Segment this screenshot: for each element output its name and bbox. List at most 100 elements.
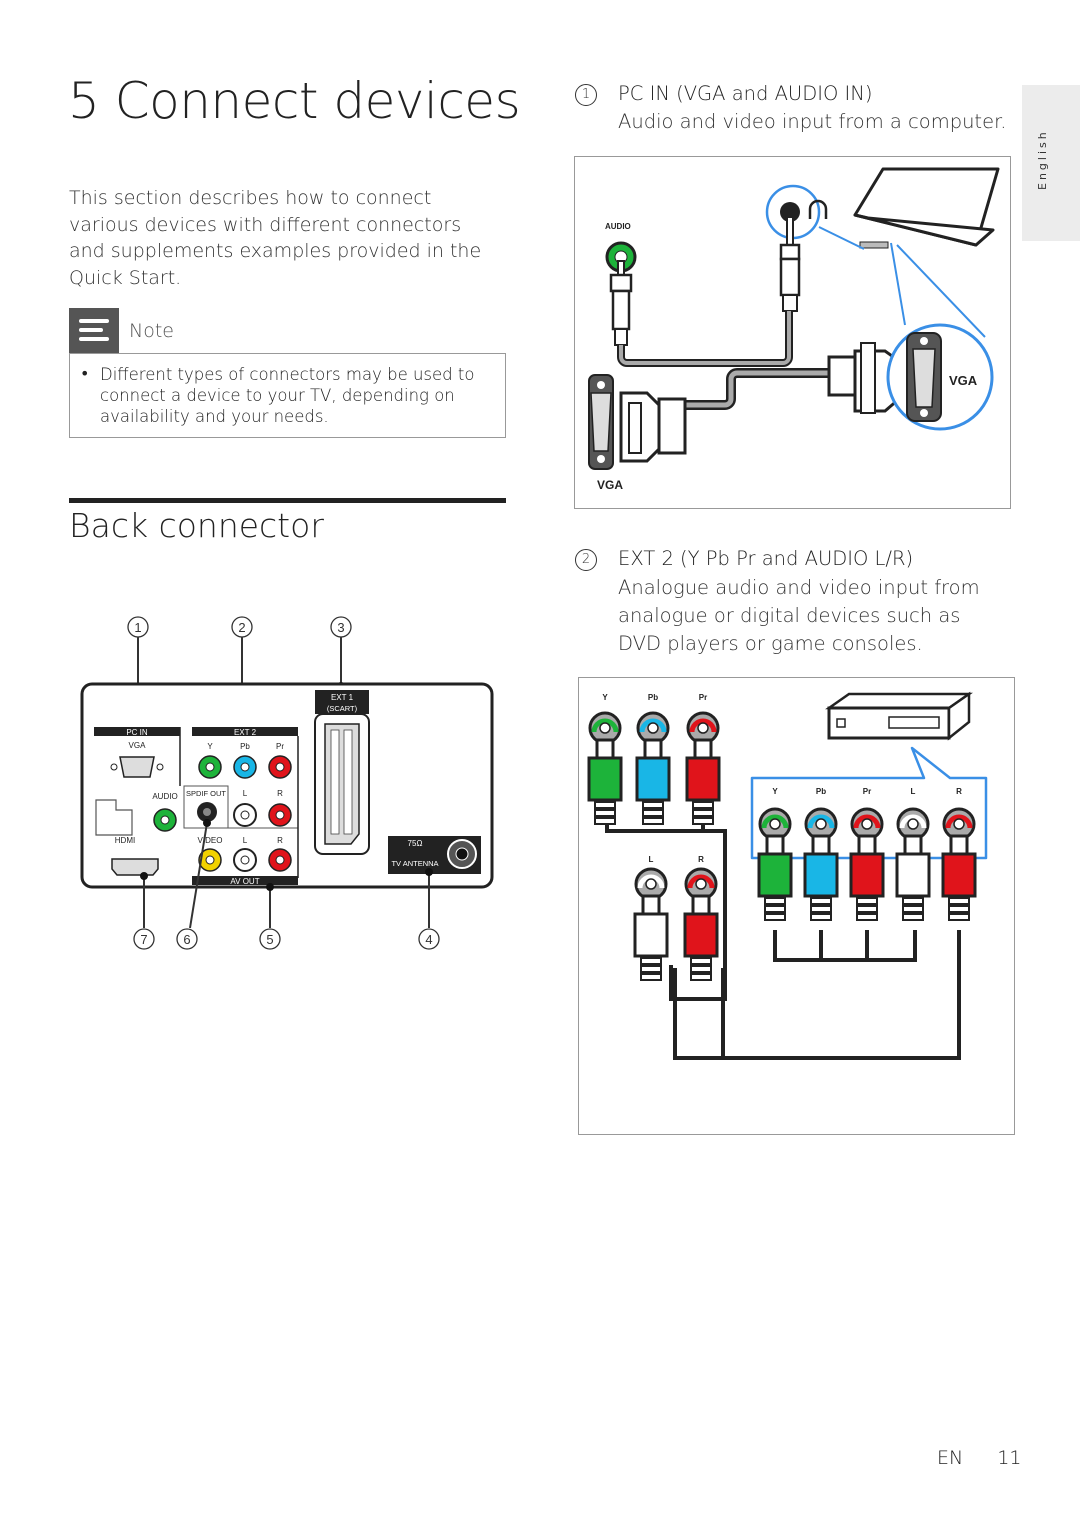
svg-text:1: 1 [134, 620, 141, 635]
ext2-r-port-icon [268, 803, 292, 827]
tl-plug-pr [685, 738, 721, 825]
svg-text:75Ω: 75Ω [408, 839, 423, 848]
callout-5: 5 [259, 883, 281, 950]
panel-port-pr-icon [850, 807, 884, 841]
ext2-pr-port-icon [268, 755, 292, 779]
av-out-l-port-icon [233, 848, 257, 872]
svg-text:(SCART): (SCART) [327, 704, 358, 713]
component-connection-diagram: Y Pb Pr Y Pb Pr L R L R [578, 677, 1015, 1135]
svg-text:Y: Y [207, 742, 213, 751]
svg-text:EXT 1: EXT 1 [331, 693, 354, 702]
note-bullet: • [80, 364, 90, 383]
svg-text:TV ANTENNA: TV ANTENNA [391, 859, 438, 868]
back-connector-diagram: 1 2 3 PC IN VGA AUDIO HDMI EXT 2 Y Pb Pr [80, 616, 494, 950]
svg-text:Pr: Pr [276, 742, 284, 751]
item-1-description: Audio and video input from a computer. [618, 110, 1007, 133]
item-1-number: 1 [575, 84, 597, 106]
item-1-heading: PC IN (VGA and AUDIO IN) [618, 82, 873, 105]
svg-text:3: 3 [337, 620, 344, 635]
note-label: Note [129, 320, 174, 342]
svg-text:L: L [243, 789, 248, 798]
svg-text:Y: Y [602, 693, 608, 702]
ext2-l-port-icon [233, 803, 257, 827]
ext2-y-port-icon [198, 755, 222, 779]
page-title: 5 Connect devices [68, 72, 521, 130]
audio-in-port-icon [153, 808, 177, 832]
scart-port-icon [314, 713, 370, 855]
svg-text:L: L [911, 787, 916, 796]
audio-plug-left [609, 260, 633, 346]
item-2-number: 2 [575, 549, 597, 571]
note-box [69, 353, 506, 438]
svg-text:EXT 2: EXT 2 [234, 728, 257, 737]
footer-lang: EN [937, 1447, 964, 1469]
tl-port-pb-icon [636, 711, 670, 745]
svg-text:R: R [277, 836, 283, 845]
vga-port-highlight: VGA [886, 242, 994, 431]
panel-plug-r [941, 834, 977, 921]
svg-text:R: R [698, 855, 704, 864]
spdif-port-icon [197, 802, 217, 822]
svg-text:AUDIO: AUDIO [605, 222, 631, 231]
svg-text:Pb: Pb [816, 787, 826, 796]
video-out-port-icon [198, 848, 222, 872]
tl-port-pr-icon [686, 711, 720, 745]
bl-plug-r [683, 894, 719, 981]
svg-text:L: L [243, 836, 248, 845]
headphone-jack-highlight [765, 184, 865, 250]
svg-text:VGA: VGA [597, 478, 623, 492]
svg-text:VGA: VGA [129, 741, 147, 750]
language-tab-label: English [1036, 129, 1049, 190]
svg-text:7: 7 [140, 932, 147, 947]
ext2-pb-port-icon [233, 755, 257, 779]
svg-text:VGA: VGA [949, 373, 978, 388]
tl-plug-pb [635, 738, 671, 825]
dvd-player-icon [825, 691, 973, 741]
svg-text:Y: Y [772, 787, 778, 796]
bl-port-l-icon [634, 867, 668, 901]
item-2-heading: EXT 2 (Y Pb Pr and AUDIO L/R) [618, 547, 914, 570]
page-number: 11 [997, 1447, 1022, 1469]
intro-text: This section describes how to connect va… [69, 187, 482, 289]
svg-text:6: 6 [183, 932, 190, 947]
pc-connection-diagram: AUDIO [574, 156, 1011, 509]
hdmi-port-icon [111, 858, 159, 876]
laptop-icon [853, 167, 1000, 249]
bl-port-r-icon [684, 867, 718, 901]
svg-text:R: R [277, 789, 283, 798]
page-footer: EN 11 [937, 1447, 1022, 1469]
tl-plug-y [587, 738, 623, 825]
svg-text:R: R [956, 787, 962, 796]
vga-port-left-icon [588, 374, 614, 470]
bl-plug-l [633, 894, 669, 981]
svg-text:L: L [649, 855, 654, 864]
item-2-description: Analogue audio and video input from anal… [618, 576, 980, 655]
svg-text:Pb: Pb [240, 742, 250, 751]
svg-text:PC IN: PC IN [126, 728, 148, 737]
svg-text:Pr: Pr [699, 693, 707, 702]
antenna-port-icon [447, 839, 477, 869]
vga-port-icon [110, 756, 164, 778]
panel-plug-y [757, 834, 793, 921]
panel-plug-pb [803, 834, 839, 921]
section-rule [69, 498, 506, 503]
panel-plug-pr [849, 834, 885, 921]
panel-plug-l [895, 834, 931, 921]
svg-text:HDMI: HDMI [115, 836, 135, 845]
svg-text:5: 5 [266, 932, 273, 947]
callout-3: 3 [330, 616, 352, 690]
svg-text:VIDEO: VIDEO [198, 836, 223, 845]
note-text: Different types of connectors may be use… [100, 365, 475, 426]
svg-text:SPDIF OUT: SPDIF OUT [186, 789, 226, 798]
vga-plug-left [619, 391, 687, 463]
svg-text:Pr: Pr [863, 787, 871, 796]
svg-text:Pb: Pb [648, 693, 658, 702]
svg-text:2: 2 [238, 620, 245, 635]
svg-text:4: 4 [425, 932, 432, 947]
note-icon [69, 308, 119, 354]
callout-7: 7 [133, 872, 155, 950]
svg-text:AV OUT: AV OUT [230, 877, 259, 886]
av-out-r-port-icon [268, 848, 292, 872]
tl-port-y-icon [588, 711, 622, 745]
callout-6: 6 [176, 819, 211, 950]
